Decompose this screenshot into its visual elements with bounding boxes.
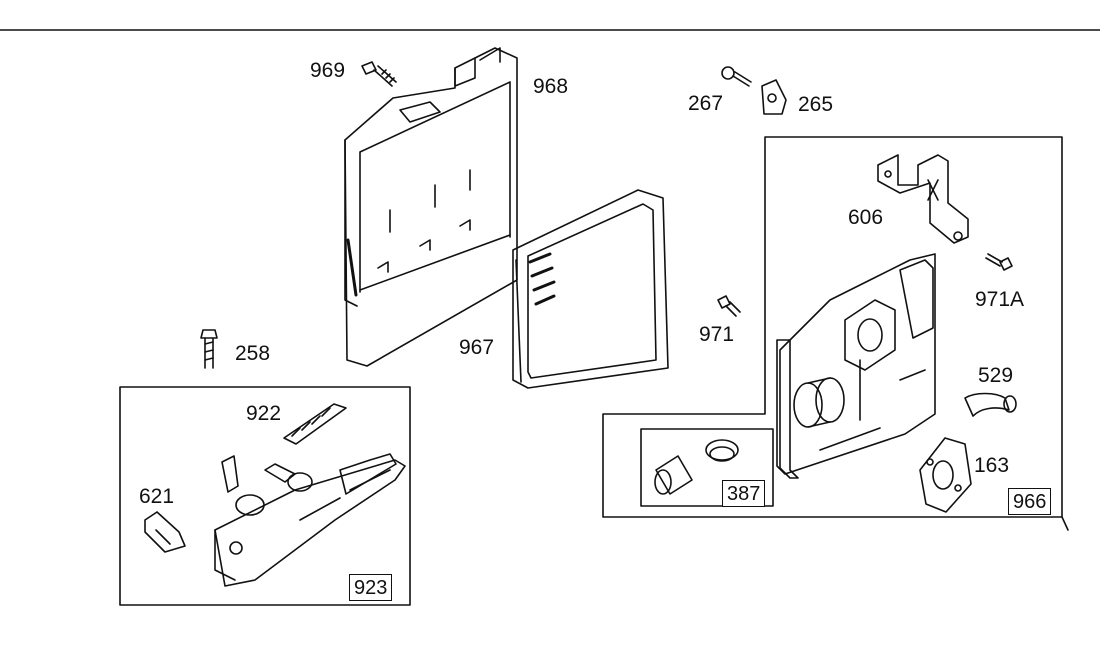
bolt-969-drawing xyxy=(361,61,397,87)
kit-387-frame xyxy=(640,428,774,507)
part-label-529: 529 xyxy=(978,364,1014,387)
kit-label-387: 387 xyxy=(722,480,766,507)
screw-267-drawing xyxy=(721,66,752,87)
part-label-265: 265 xyxy=(798,93,834,116)
filter-967-drawing xyxy=(512,189,669,389)
part-label-922: 922 xyxy=(246,402,282,425)
part-label-969: 969 xyxy=(310,59,346,82)
hose-529-drawing xyxy=(964,392,1017,417)
air-cleaner-base-968-drawing xyxy=(344,47,518,367)
part-label-971: 971 xyxy=(699,323,735,346)
bracket-606-drawing xyxy=(877,154,969,244)
clip-265-drawing xyxy=(761,79,787,115)
part-label-967: 967 xyxy=(459,336,495,359)
clip-621-drawing xyxy=(144,511,186,553)
kit-966-frame xyxy=(602,136,1063,518)
part-label-968: 968 xyxy=(533,75,569,98)
kit-387-parts-drawing xyxy=(654,439,739,495)
kit-label-923: 923 xyxy=(349,574,393,601)
gasket-163-drawing xyxy=(919,437,972,513)
part-label-267: 267 xyxy=(688,92,724,115)
screw-971A-drawing xyxy=(985,253,1013,271)
part-label-606: 606 xyxy=(848,206,884,229)
spring-922-drawing xyxy=(283,403,347,445)
screw-971-drawing xyxy=(717,295,741,317)
part-label-163: 163 xyxy=(974,454,1010,477)
part-label-971A: 971A xyxy=(975,288,1025,311)
bolt-258-drawing xyxy=(200,329,218,369)
carburetor-body-drawing xyxy=(776,253,936,479)
part-label-258: 258 xyxy=(235,342,271,365)
kit-label-966: 966 xyxy=(1008,488,1052,515)
part-label-621: 621 xyxy=(139,485,175,508)
kit-923-frame xyxy=(119,386,411,606)
governor-lever-923-drawing xyxy=(214,453,406,587)
